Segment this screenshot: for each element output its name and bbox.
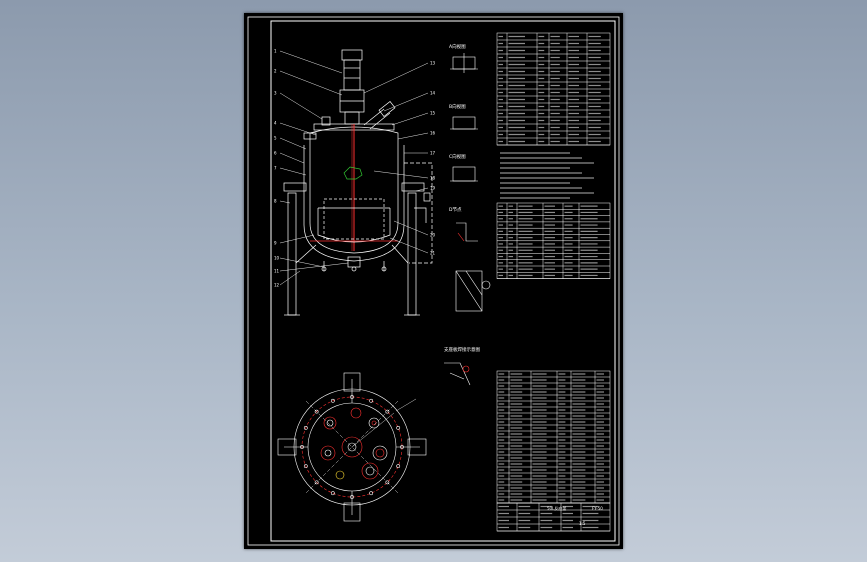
bolt-hole	[314, 409, 319, 414]
part-number-label: 2	[274, 69, 277, 74]
design-data-table	[496, 32, 611, 146]
part-number-label: 10	[274, 256, 280, 261]
part-number-label: 19	[430, 186, 436, 191]
inner-frame	[270, 20, 616, 542]
coupling	[344, 111, 360, 125]
support-leg-right	[407, 192, 417, 316]
part-number-label: 5	[274, 136, 277, 141]
plan-center-nozzle	[341, 436, 363, 458]
bolt-hole	[303, 464, 308, 469]
bolt-hole	[385, 480, 390, 485]
part-number-label: 18	[430, 176, 436, 181]
part-number-label: 20	[430, 233, 436, 238]
part-number-label: 3	[274, 91, 277, 96]
part-number-label: 12	[274, 283, 280, 288]
leader-lines	[279, 50, 429, 286]
detail-e-shape	[444, 362, 471, 386]
tables	[496, 32, 611, 532]
bolt-hole	[314, 480, 319, 485]
bolt-hole	[396, 464, 401, 469]
reactor-elevation-view	[283, 49, 433, 316]
detail-d-title: D节点	[449, 207, 462, 213]
part-number-label: 21	[430, 251, 436, 256]
anchor-agitator	[317, 208, 391, 243]
feed-nozzle	[378, 101, 396, 117]
bottom-outlet	[347, 256, 361, 268]
motor-body	[343, 59, 361, 91]
part-number-label: 1	[274, 49, 277, 54]
part-number-label: 13	[430, 61, 436, 66]
part-number-label: 7	[274, 166, 277, 171]
bolt-hole	[369, 491, 374, 496]
support-leg-left	[287, 192, 297, 316]
part-number-label: 6	[274, 151, 277, 156]
bolt-hole	[330, 398, 335, 403]
bolt-hole	[300, 445, 304, 449]
part-number-label: 16	[430, 131, 436, 136]
detail-views	[444, 53, 491, 386]
agitator-envelope	[323, 198, 385, 240]
detail-b-shape	[452, 116, 476, 130]
detail-c-title: C向视图	[449, 153, 466, 160]
motor-top	[341, 49, 363, 61]
bolt-hole	[303, 425, 308, 430]
bolt-hole	[400, 445, 404, 449]
part-number-label: 11	[274, 269, 280, 274]
part-number-label: 14	[430, 91, 436, 96]
detail-titles: A向视图 B向视图 C向视图 D节点 支座板焊接示意图	[444, 43, 480, 353]
title-block-drawing-no: FY-50	[592, 506, 603, 511]
title-block-title: 50L反应釜	[547, 505, 566, 511]
parts-list-table	[496, 370, 611, 504]
bolt-hole	[396, 425, 401, 430]
detail-a-title: A向视图	[449, 43, 466, 50]
detail-c-shape	[452, 166, 476, 182]
bolt-hole	[385, 409, 390, 414]
thermowell	[343, 166, 363, 180]
part-number-label: 9	[274, 241, 277, 246]
outer-frame	[247, 16, 620, 546]
detail-d-shape	[456, 222, 478, 242]
bolt-hole	[350, 495, 354, 499]
part-number-label: 8	[274, 199, 277, 204]
reactor-plan-view	[277, 372, 427, 522]
outer-jacket	[303, 145, 405, 262]
detail-b-title: B向视图	[449, 103, 466, 110]
bolt-hole	[369, 398, 374, 403]
nozzle-table	[496, 202, 611, 279]
part-number-label: 4	[274, 121, 277, 126]
part-number-label: 15	[430, 111, 436, 116]
bolt-hole	[330, 491, 335, 496]
detail-e-title: 支座板焊接示意图	[444, 346, 480, 353]
part-number-label: 17	[430, 151, 436, 156]
title-block-scale: 1:5	[579, 521, 586, 526]
technical-requirements	[500, 152, 594, 199]
title-block	[496, 502, 611, 532]
bolt-hole	[350, 395, 354, 399]
leg-detail	[455, 270, 483, 312]
